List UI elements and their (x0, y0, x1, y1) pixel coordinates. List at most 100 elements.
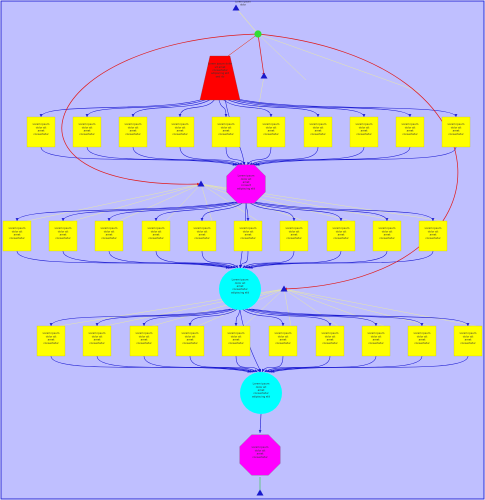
edge-oct1-to-r2-3-arrowhead (154, 218, 158, 221)
row3-box-6 (315, 325, 345, 357)
edge-oct1-to-r2-0-arrowhead (15, 218, 19, 221)
edge-r2-to-cir1-2-arrowhead (230, 265, 234, 269)
edge-cir1-to-r3-0 (50, 308, 231, 327)
edge-oct1-to-r2-7 (250, 201, 342, 222)
row1-box-2 (118, 116, 148, 148)
edge-r1-to-oct1-3 (179, 146, 243, 166)
edge-cir1-to-r3-4 (235, 308, 241, 327)
edge-r3-to-cir2-1 (96, 355, 253, 373)
edge-r3-to-cir2-2 (143, 355, 256, 373)
edge-pale-row3-8 (283, 288, 431, 327)
edge-cir1-to-r3-7-arrowhead (374, 323, 378, 326)
edge-oct1-to-r2-8 (252, 201, 388, 222)
edge-oct1-to-r2-9-arrowhead (431, 218, 435, 221)
edge-r1-to-oct1-9 (256, 146, 457, 166)
edge-r2-to-cir1-9-arrowhead (249, 266, 253, 269)
edge-trap-to-r1-6-arrowhead (316, 114, 320, 117)
edge-r1-to-oct1-5-arrowhead (247, 161, 250, 165)
row3-box-7 (361, 325, 391, 357)
edge-trap-to-r1-0 (40, 97, 207, 118)
marker-triangle-upper (260, 72, 268, 79)
edge-r1-to-oct1-6-arrowhead (249, 162, 253, 165)
circle-node-1 (219, 268, 261, 310)
edge-pale-row2-1 (72, 183, 202, 222)
edge-r2-to-cir1-6-arrowhead (242, 265, 246, 268)
start-node (254, 30, 262, 38)
edge-pale-row3-4 (243, 288, 285, 327)
edge-trap-to-r1-0-arrowhead (39, 114, 43, 117)
edge-r1-to-oct1-6 (249, 146, 319, 166)
edge-oct1-to-cir1-arrowhead (238, 265, 242, 268)
row1-box-8 (395, 116, 425, 148)
edge-pale-row2-4 (200, 183, 213, 222)
edge-cir1-to-r3-9-arrowhead (466, 323, 470, 326)
edge-r1-to-oct1-0 (40, 146, 236, 166)
edge-pale-row3-9 (283, 288, 477, 327)
row3-box-4 (221, 325, 251, 357)
edge-r1-to-oct1-1 (86, 146, 239, 166)
edge-r2-to-cir1-6 (242, 250, 295, 269)
edge-cir1-to-r3-6 (244, 308, 331, 327)
edge-trap-to-r1-2-arrowhead (131, 114, 135, 117)
edge-cir2-to-oct2 (259, 413, 262, 434)
edge-cir1-to-r3-7 (246, 308, 377, 327)
edge-cir2-to-oct2-arrowhead (258, 430, 262, 433)
trapezoid-node (199, 55, 241, 101)
edge-oct1-to-r2-6-arrowhead (292, 218, 296, 221)
row2-box-0 (2, 220, 32, 252)
edge-pale-d (257, 75, 265, 111)
edge-trap-to-r1-5-arrowhead (269, 114, 273, 117)
edge-trap-to-r1-5 (221, 97, 272, 118)
edge-r2-to-cir1-3 (155, 250, 236, 269)
edge-cir1-to-r3-5-arrowhead (281, 323, 285, 326)
edge-oct1-to-r2-2 (108, 201, 240, 222)
edge-pale-row2-7 (200, 183, 352, 222)
edge-pale-row2-2 (118, 183, 202, 222)
edge-trap-to-oct1-arrowhead (242, 162, 246, 165)
row2-box-1 (48, 220, 78, 252)
row1-box-5 (256, 116, 286, 148)
row1-box-7 (349, 116, 379, 148)
edge-cir1-to-r3-0-arrowhead (49, 323, 53, 326)
row2-box-9 (418, 220, 448, 252)
edge-trap-to-r1-7 (227, 97, 365, 118)
bottom-triangle-marker (256, 489, 264, 496)
edge-red-to-trap (227, 33, 259, 57)
row2-box-7 (326, 220, 356, 252)
edge-r3-to-cir2-3 (189, 355, 258, 373)
edge-cir1-to-r3-1 (96, 308, 233, 327)
row2-box-5 (233, 220, 263, 252)
edge-oct1-to-r2-8-arrowhead (385, 218, 389, 221)
edge-r2-to-cir1-7-arrowhead (245, 265, 249, 269)
row3-box-5 (268, 325, 298, 357)
edge-r3-to-cir2-4-arrowhead (257, 368, 260, 372)
edge-oct1-to-r2-5 (245, 201, 249, 222)
edge-cir1-to-r3-8-arrowhead (420, 323, 424, 326)
edge-r2-to-cir1-7 (244, 250, 342, 269)
row1-box-0 (26, 116, 56, 148)
edge-oct1-to-r2-7-arrowhead (339, 218, 343, 221)
row2-box-8 (372, 220, 402, 252)
edge-pale-row3-2 (151, 288, 285, 327)
edge-oct1-to-r2-1 (62, 201, 237, 222)
row1-box-3 (165, 116, 195, 148)
edge-r2-to-cir1-9 (249, 250, 434, 269)
edge-r3-to-cir2-5-arrowhead (262, 368, 265, 372)
edge-oct1-to-r2-9 (255, 201, 434, 222)
